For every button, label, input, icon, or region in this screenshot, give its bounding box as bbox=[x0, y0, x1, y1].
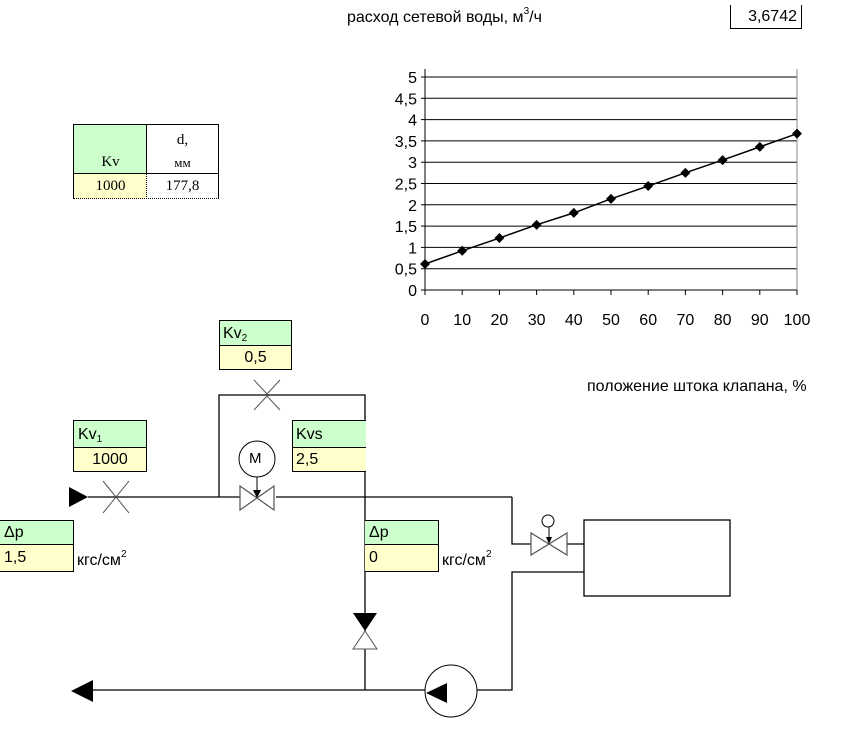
kvs-header-cell: Kvs bbox=[292, 420, 366, 448]
dp1-value: 1,5 bbox=[4, 549, 27, 566]
dp2-label: Δp bbox=[369, 524, 389, 541]
y-tick-label: 2 bbox=[408, 198, 417, 215]
x-tick-label: 60 bbox=[639, 312, 657, 329]
data-point bbox=[792, 128, 802, 139]
y-tick-label: 5 bbox=[408, 70, 417, 87]
x-tick-label: 0 bbox=[421, 312, 430, 329]
chart-title-sup: 3 bbox=[523, 6, 530, 17]
dp1-unit-text: кгс/см bbox=[77, 552, 121, 569]
d-header-line2: мм bbox=[174, 155, 191, 170]
chart-title: расход сетевой воды, м3/ч bbox=[347, 6, 542, 27]
data-point bbox=[568, 207, 579, 218]
dp2-unit-text: кгс/см bbox=[442, 552, 486, 569]
dp1-unit: кгс/см2 bbox=[77, 549, 127, 570]
data-point bbox=[420, 259, 430, 270]
motor-label: M bbox=[249, 450, 262, 467]
kv1-value-cell: 1000 bbox=[73, 448, 147, 472]
x-tick-label: 40 bbox=[565, 312, 583, 329]
y-tick-label: 1 bbox=[408, 240, 417, 257]
d-value: 177,8 bbox=[165, 178, 200, 194]
x-tick-label: 10 bbox=[453, 312, 471, 329]
kv-table: Kv d, мм 1000 177,8 bbox=[73, 124, 219, 199]
kv-header: Kv bbox=[101, 154, 120, 170]
dp2-header-cell: Δp bbox=[365, 520, 439, 545]
chart-grid bbox=[425, 76, 797, 270]
chart-title-main: расход сетевой воды, м bbox=[347, 9, 524, 26]
pump-icon bbox=[424, 664, 478, 718]
data-point bbox=[717, 155, 728, 166]
x-axis-label: положение штока клапана, % bbox=[587, 378, 807, 395]
y-tick-label: 4,5 bbox=[395, 91, 417, 108]
y-tick-label: 0,5 bbox=[395, 262, 417, 279]
kv-value-cell: 1000 bbox=[73, 174, 147, 199]
kv-value: 1000 bbox=[95, 178, 126, 194]
kvs-value: 2,5 bbox=[296, 451, 319, 468]
kv1-value: 1000 bbox=[92, 451, 128, 468]
kv2-value: 0,5 bbox=[244, 349, 267, 366]
kv1-label: Kv bbox=[78, 426, 97, 443]
motorized-valve-icon bbox=[238, 440, 276, 512]
kv2-label: Kv bbox=[223, 325, 242, 342]
x-tick-label: 70 bbox=[677, 312, 695, 329]
data-point bbox=[754, 141, 765, 152]
kv1-sub: 1 bbox=[96, 434, 103, 445]
d-header-cell: d, мм bbox=[146, 124, 219, 174]
kv2-sub: 2 bbox=[241, 333, 248, 344]
outlet-arrow-icon bbox=[71, 680, 93, 702]
kv1-header-cell: Kv1 bbox=[73, 420, 147, 448]
x-tick-label: 20 bbox=[491, 312, 509, 329]
d-value-cell: 177,8 bbox=[146, 174, 219, 199]
dp2-value-cell: 0 bbox=[365, 545, 439, 572]
current-flow-value-text: 3,6742 bbox=[748, 8, 797, 25]
kvs-label: Kvs bbox=[296, 426, 323, 443]
x-tick-label: 100 bbox=[784, 312, 811, 329]
data-point bbox=[606, 193, 616, 204]
x-tick-label: 50 bbox=[602, 312, 620, 329]
dp1-label: Δp bbox=[4, 524, 24, 541]
dp1-header-cell: Δp bbox=[0, 520, 74, 545]
data-point bbox=[494, 233, 505, 244]
current-flow-value: 3,6742 bbox=[730, 5, 802, 29]
kvs-value-cell: 2,5 bbox=[292, 448, 366, 472]
chart-title-tail: /ч bbox=[529, 9, 542, 26]
y-tick-label: 2,5 bbox=[395, 177, 417, 194]
x-tick-label: 80 bbox=[714, 312, 732, 329]
y-tick-label: 1,5 bbox=[395, 219, 417, 236]
y-tick-label: 3 bbox=[408, 155, 417, 172]
dp2-unit: кгс/см2 bbox=[442, 549, 492, 570]
consumer-box bbox=[583, 519, 731, 597]
kv2-value-cell: 0,5 bbox=[219, 346, 292, 370]
data-point bbox=[643, 181, 654, 192]
data-point bbox=[531, 219, 542, 230]
kv2-header-cell: Kv2 bbox=[219, 320, 292, 346]
x-tick-label: 90 bbox=[751, 312, 769, 329]
orifice-kv2-icon bbox=[253, 379, 281, 411]
control-valve-icon bbox=[530, 514, 568, 557]
kv-header-cell: Kv bbox=[73, 124, 147, 174]
inlet-arrow-icon bbox=[69, 487, 88, 507]
y-tick-label: 0 bbox=[408, 283, 417, 300]
d-header-line1: d, bbox=[176, 132, 189, 148]
dp1-value-cell: 1,5 bbox=[0, 545, 74, 572]
data-point bbox=[680, 167, 691, 178]
check-valve-icon bbox=[352, 613, 378, 650]
return-pipe bbox=[477, 571, 584, 691]
dp1-unit-sup: 2 bbox=[120, 549, 127, 560]
y-tick-label: 3,5 bbox=[395, 134, 417, 151]
chart-series bbox=[420, 128, 802, 270]
consumer-supply-pipe bbox=[511, 497, 531, 545]
orifice-kv1-icon bbox=[102, 480, 130, 514]
dp2-value: 0 bbox=[369, 549, 378, 566]
x-tick-label: 30 bbox=[528, 312, 546, 329]
y-tick-label: 4 bbox=[408, 113, 417, 130]
data-point bbox=[457, 245, 468, 256]
dp2-unit-sup: 2 bbox=[485, 549, 492, 560]
chart-axes bbox=[421, 69, 798, 295]
